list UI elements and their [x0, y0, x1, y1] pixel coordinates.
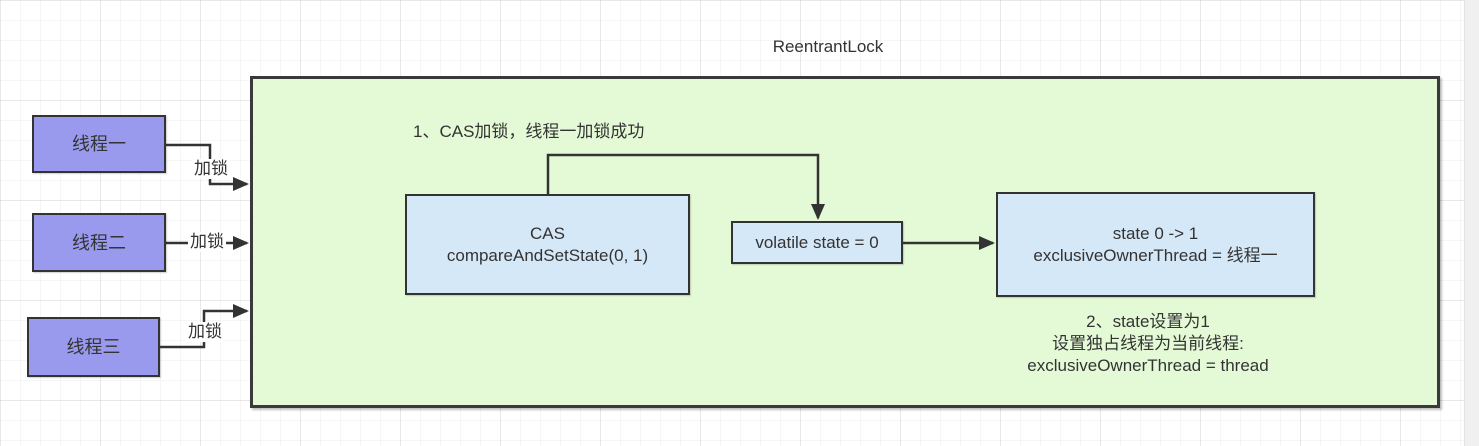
step2-note-line2: 设置独占线程为当前线程:: [1052, 334, 1244, 353]
thread1-label: 线程一: [72, 134, 126, 154]
thread3-lock-edge-label[interactable]: 加锁: [186, 322, 224, 342]
step2-note-line3: exclusiveOwnerThread = thread: [1027, 356, 1269, 375]
vertical-scrollbar-track[interactable]: [1464, 0, 1479, 446]
thread1-lock-edge-label[interactable]: 加锁: [192, 159, 230, 179]
volatile-state-label: volatile state = 0: [755, 232, 879, 252]
volatile-state-box[interactable]: volatile state = 0: [731, 221, 903, 264]
thread3-box[interactable]: 线程三: [27, 317, 160, 377]
connector-cas-to-volatile[interactable]: [546, 153, 825, 220]
cas-box-subtitle: compareAndSetState(0, 1): [446, 245, 649, 265]
thread2-box[interactable]: 线程二: [32, 213, 166, 272]
step1-note[interactable]: 1、CAS加锁，线程一加锁成功: [413, 122, 645, 141]
cas-box-title: CAS: [530, 223, 565, 243]
state-transition-line2: exclusiveOwnerThread = 线程一: [1033, 245, 1278, 265]
state-transition-box[interactable]: state 0 -> 1 exclusiveOwnerThread = 线程一: [996, 192, 1315, 297]
state-transition-line1: state 0 -> 1: [1112, 223, 1199, 243]
step2-note-line1: 2、state设置为1: [1086, 312, 1210, 331]
thread2-label: 线程二: [72, 232, 126, 253]
cas-box[interactable]: CAS compareAndSetState(0, 1): [405, 194, 690, 295]
diagram-title[interactable]: ReentrantLock: [772, 37, 884, 56]
thread1-box[interactable]: 线程一: [32, 115, 166, 173]
thread3-label: 线程三: [66, 337, 121, 357]
thread2-lock-edge-label[interactable]: 加锁: [188, 232, 226, 252]
step2-note[interactable]: 2、state设置为1 设置独占线程为当前线程: exclusiveOwnerT…: [988, 311, 1308, 377]
